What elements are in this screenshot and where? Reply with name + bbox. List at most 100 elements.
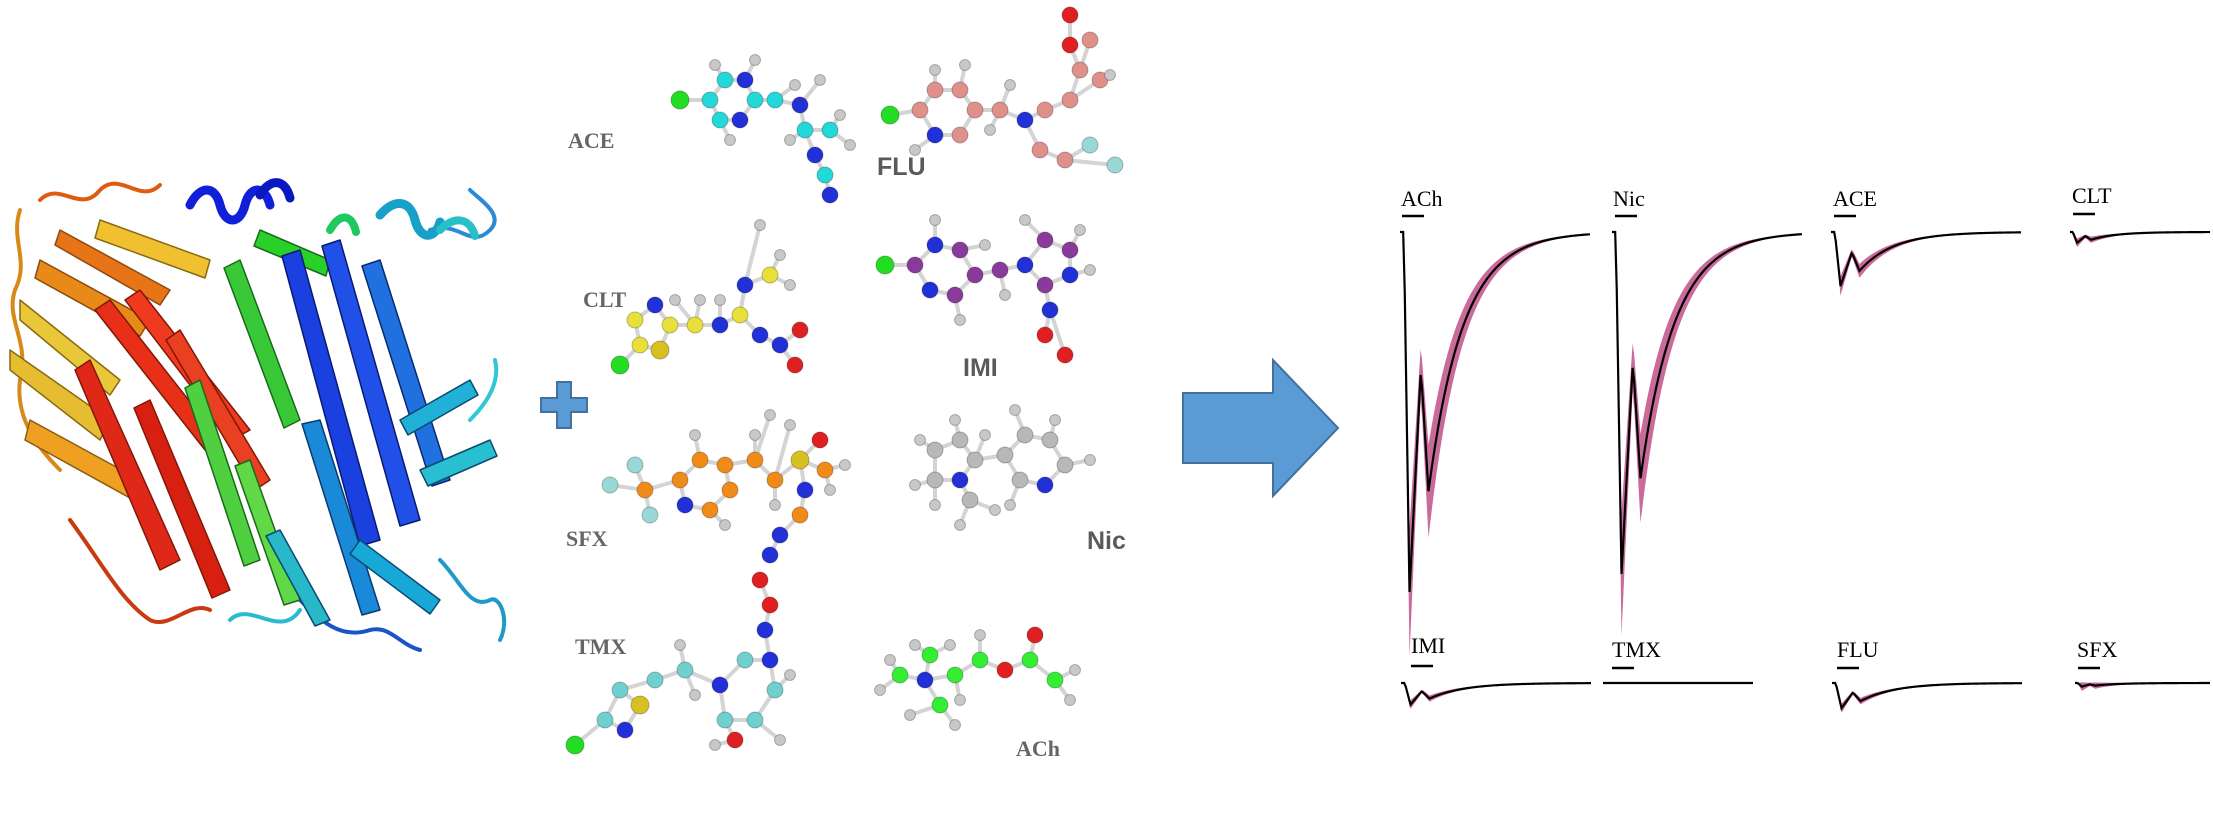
atom [926,81,944,99]
current-traces [1400,212,2211,713]
atom [1036,476,1054,494]
atom [966,101,984,119]
molecule-label-clt: CLT [583,287,627,312]
trace-sfx [2075,666,2211,691]
atom [709,739,721,751]
atom [764,409,776,421]
ligand-models [565,6,1124,755]
atom [1081,31,1099,49]
atom [1016,256,1034,274]
trace-label-ace: ACE [1833,186,1877,211]
atom [951,471,969,489]
atom [909,144,921,156]
atom [951,126,969,144]
atom [761,266,779,284]
atom [880,105,900,125]
atom [954,519,966,531]
atom [674,639,686,651]
atom [689,429,701,441]
atom [796,121,814,139]
atom [884,654,896,666]
atom [630,695,650,715]
atom [784,279,796,291]
atom [929,499,941,511]
atom [746,711,764,729]
atom [711,316,729,334]
atom [1056,456,1074,474]
flupyradifurone-ball-stick-icon [880,6,1124,174]
atom [979,429,991,441]
atom [1016,111,1034,129]
atom [914,434,926,446]
trace-mean-line [1832,681,2023,711]
molecule-label-nic: Nic [1087,527,1126,555]
atom [650,340,670,360]
protein-ribbon-structure-icon [9,178,507,652]
atom [746,451,764,469]
atom [791,321,809,339]
atom [824,484,836,496]
arrow-right-icon [1182,357,1340,499]
atom [784,419,796,431]
atom [954,694,966,706]
atom [689,689,701,701]
atom [834,109,846,121]
atom [959,59,971,71]
atom [951,431,969,449]
atom [691,451,709,469]
trace-label-tmx: TMX [1612,637,1661,662]
atom [701,501,719,519]
trace-imi [1401,664,1592,709]
atom [1036,101,1054,119]
atom [791,96,809,114]
acetylcholine-ball-stick-icon [874,626,1081,731]
acetamiprid-ball-stick-icon [670,54,856,204]
atom [1046,671,1064,689]
atom [966,451,984,469]
trace-tmx [1603,666,1753,685]
atom [951,81,969,99]
atom [711,676,729,694]
atom [796,481,814,499]
atom [949,719,961,731]
atom [1061,6,1079,24]
atom [610,355,630,375]
atom [814,74,826,86]
atom [626,456,644,474]
atom [1071,61,1089,79]
atom [616,721,634,739]
trace-nic [1612,214,1803,636]
atom [669,294,681,306]
atom [1031,141,1049,159]
atom [1036,326,1054,344]
atom [631,336,649,354]
atom [991,101,1009,119]
atom [1041,301,1059,319]
atom [1106,156,1124,174]
atom [754,219,766,231]
atom [761,651,779,669]
atom [821,186,839,204]
atom [709,59,721,71]
atom [670,90,690,110]
atom [1004,499,1016,511]
atom [874,684,886,696]
atom [611,681,629,699]
molecule-label-sfx: SFX [566,526,608,551]
atom [596,711,614,729]
trace-sem-band [1832,683,2022,713]
plus-sign-icon [540,381,588,429]
atom [811,431,829,449]
atom [719,519,731,531]
atom [961,491,979,509]
atom [839,459,851,471]
atom [676,661,694,679]
atom [1021,651,1039,669]
atom [766,471,784,489]
molecule-label-flu: FLU [877,153,926,181]
molecule-label-imi: IMI [963,354,998,382]
atom [1026,626,1044,644]
atom [784,669,796,681]
atom [646,296,664,314]
atom [979,239,991,251]
